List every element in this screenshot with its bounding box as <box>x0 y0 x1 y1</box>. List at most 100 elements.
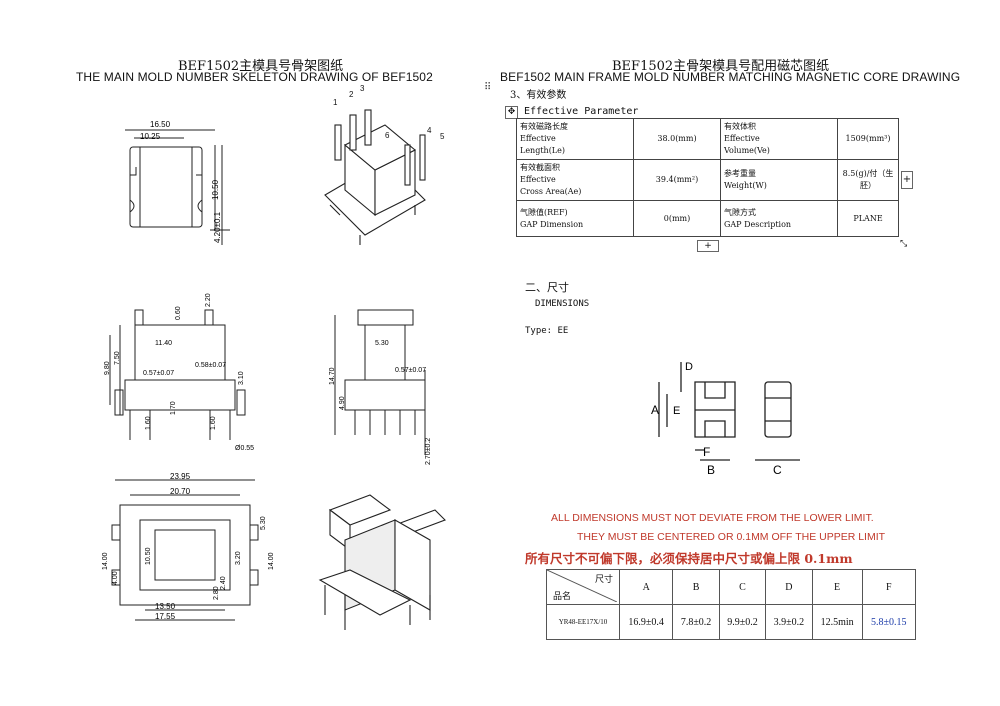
left-title-en: THE MAIN MOLD NUMBER SKELETON DRAWING OF… <box>76 70 433 84</box>
param-label: Effective <box>520 175 556 184</box>
param-label: 气隙方式 <box>724 207 756 217</box>
resize-handle-icon[interactable]: ⤡ <box>900 239 908 249</box>
column-header: C <box>718 569 767 605</box>
column-header: D <box>765 569 813 605</box>
table-row: 尺寸 品名 A B C D E F <box>546 569 917 605</box>
dim-label: 3.10 <box>238 371 245 385</box>
dim-label: 0.57±0.07 <box>395 367 426 374</box>
table-cell: 5.8±0.15 <box>861 604 917 640</box>
dim-label: 14.00 <box>268 552 275 570</box>
param-label: Weight(W) <box>724 181 767 190</box>
add-column-button[interactable]: + <box>901 171 913 189</box>
type-label: Type: EE <box>525 326 569 336</box>
svg-text:6: 6 <box>385 131 390 140</box>
dim-label: 2.40 <box>220 576 227 590</box>
dim-label: 1.70 <box>170 401 177 415</box>
right-title-en: BEF1502 MAIN FRAME MOLD NUMBER MATCHING … <box>500 70 961 84</box>
bobbin-iso-view-bottom <box>318 494 446 630</box>
core-dim-label: B <box>707 463 715 477</box>
param-label: Length(Le) <box>520 146 565 155</box>
core-dim-label: F <box>703 445 710 459</box>
bobbin-top-view: 23.95 20.70 14.00 10.50 5.30 14.00 3.20 … <box>102 472 275 621</box>
table-row: 气隙值(REF) GAP Dimension 0(mm) 气隙方式 GAP Desc… <box>516 200 899 237</box>
dim-label: 2.80 <box>213 586 220 600</box>
core-dim-label: A <box>651 403 659 417</box>
dim-label: 4.90 <box>339 396 346 410</box>
param-label: Effective <box>520 134 556 143</box>
left-title-cn: BEF1502主模具号骨架图纸 <box>178 59 344 74</box>
param-label: 气隙值(REF) <box>520 207 568 217</box>
table-cell: 9.9±0.2 <box>718 604 767 640</box>
param-label: 有效磁路长度 <box>520 122 568 131</box>
param-value: 1509(mm³) <box>837 118 899 160</box>
section-2-title: 二、尺寸 <box>525 281 569 294</box>
param-value: 39.4(mm²) <box>633 159 721 201</box>
dim-label: 10.50 <box>211 179 220 200</box>
row-name: YR48-EE17X/10 <box>546 604 620 640</box>
dim-label: 10.50 <box>145 547 152 565</box>
notice-cn: 所有尺寸不可偏下限，必须保持居中尺寸或偏上限 0.1mm <box>525 551 853 566</box>
table-move-icon[interactable]: ✥ <box>505 106 518 119</box>
dim-label: 5.30 <box>375 340 389 347</box>
svg-text:1: 1 <box>333 98 338 107</box>
dim-label: Ø0.55 <box>235 445 254 452</box>
notice-line-1: ALL DIMENSIONS MUST NOT DEVIATE FROM THE… <box>551 512 874 524</box>
bobbin-side-view: 0.60 2.20 11.40 0.58±0.07 0.57±0.07 9.80… <box>104 293 254 452</box>
dim-label: 5.30 <box>260 516 267 530</box>
bobbin-front-view: 16.50 10.25 10.50 4.20±0.1 <box>125 120 230 245</box>
dimensions-heading: DIMENSIONS <box>535 299 590 309</box>
section-3-title: 3、有效参数 <box>510 90 567 101</box>
core-dim-label: C <box>773 463 782 477</box>
column-header: E <box>811 569 863 605</box>
dim-label: 11.40 <box>155 340 172 347</box>
corner-diagonal <box>547 570 617 602</box>
column-header: B <box>672 569 720 605</box>
param-label: GAP Description <box>724 219 792 229</box>
core-dimension-table: 尺寸 品名 A B C D E F YR48-EE17X/10 16.9±0.4… <box>546 569 917 640</box>
table-corner-cell: 尺寸 品名 <box>546 569 620 605</box>
dim-label: 1.60 <box>145 416 152 430</box>
add-row-button[interactable]: + <box>697 240 719 252</box>
svg-text:5: 5 <box>440 132 445 141</box>
dim-label: 2.70±0.2 <box>425 438 432 465</box>
right-title-cn: BEF1502主骨架模具号配用磁芯图纸 <box>612 59 830 74</box>
dim-label: 0.60 <box>175 306 182 320</box>
dim-label: 23.95 <box>170 472 191 481</box>
svg-text:2: 2 <box>349 90 354 99</box>
ee-core-drawing: A E D F B C <box>651 361 800 477</box>
dim-label: 20.70 <box>170 487 191 496</box>
param-value: 0(mm) <box>633 200 721 237</box>
param-label: GAP Dimension <box>520 219 584 229</box>
drag-handle-icon[interactable]: ⠿ <box>484 82 492 93</box>
table-cell: 7.8±0.2 <box>672 604 720 640</box>
svg-text:4: 4 <box>427 126 432 135</box>
column-header: A <box>618 569 674 605</box>
dim-label: 13.50 <box>155 602 176 611</box>
bobbin-iso-view-top: 1 23 45 6 <box>324 85 445 245</box>
param-value: 8.5(g)/付（生胚） <box>837 159 899 201</box>
param-value: 38.0(mm) <box>633 118 721 160</box>
dim-label: 3.20 <box>235 551 242 565</box>
dim-label: 7.50 <box>114 351 121 365</box>
dim-label: 14.70 <box>329 367 336 385</box>
dim-label: 4.00 <box>112 571 119 585</box>
bobbin-end-view: 5.30 0.57±0.07 14.70 4.90 2.70±0.2 <box>329 309 432 465</box>
dim-label: 10.25 <box>140 132 161 141</box>
corner-label-top: 尺寸 <box>594 575 613 585</box>
param-label: 参考重量 <box>724 169 756 178</box>
dim-label: 16.50 <box>150 120 171 129</box>
table-cell: 16.9±0.4 <box>618 604 674 640</box>
param-label: Volume(Ve) <box>724 146 770 155</box>
dim-label: 9.80 <box>104 361 111 375</box>
param-label: Effective <box>724 134 760 143</box>
table-cell: 12.5min <box>811 604 863 640</box>
svg-text:3: 3 <box>360 85 365 93</box>
core-dim-label: D <box>685 361 693 373</box>
core-dim-label: E <box>673 405 680 417</box>
param-label: Cross Area(Ae) <box>520 187 582 196</box>
corner-label-bottom: 品名 <box>553 592 572 602</box>
dim-label: 4.20±0.1 <box>213 211 222 243</box>
